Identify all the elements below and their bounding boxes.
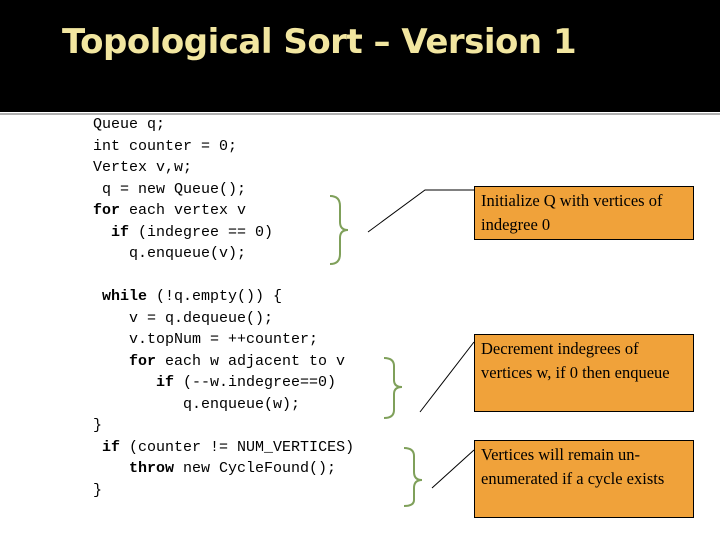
brace-2 <box>383 357 403 419</box>
title-divider <box>0 113 720 115</box>
code-line: q.enqueue(w); <box>93 396 300 413</box>
code-line: q.enqueue(v); <box>93 245 246 262</box>
code-text: } <box>93 417 103 434</box>
code-line: Vertex v,w; <box>93 159 192 176</box>
code-line: } <box>93 482 102 499</box>
title-bar <box>0 0 720 112</box>
code-text: Queue q; <box>93 116 166 133</box>
code-keyword: if <box>111 223 130 241</box>
code-keyword: if <box>102 438 121 456</box>
code-line: for each w adjacent to v <box>93 353 345 370</box>
code-text: int counter = 0; <box>93 137 238 155</box>
code-text: q = new Queue(); <box>93 180 247 198</box>
code-text: q.enqueue(v); <box>93 245 247 262</box>
code-block-loop: while (!q.empty()) { v = q.dequeue(); v.… <box>93 286 354 501</box>
code-keyword: throw <box>129 460 175 477</box>
note-initialize: Initialize Q with vertices of indegree 0 <box>474 186 694 240</box>
brace-3 <box>403 447 423 507</box>
code-keyword: for <box>93 202 121 219</box>
code-line: while (!q.empty()) { <box>93 288 282 305</box>
code-line: if (counter != NUM_VERTICES) <box>93 439 354 456</box>
code-text: each vertex v <box>120 202 247 219</box>
code-line: q = new Queue(); <box>93 181 246 198</box>
code-line: for each vertex v <box>93 202 246 219</box>
code-text: (counter != NUM_VERTICES) <box>120 438 355 456</box>
code-line: if (indegree == 0) <box>93 224 273 241</box>
code-text: } <box>93 481 103 499</box>
code-text: (--w.indegree==0) <box>174 374 337 391</box>
code-line: if (--w.indegree==0) <box>93 374 336 391</box>
code-keyword: while <box>102 288 148 305</box>
code-text: Vertex v,w; <box>93 159 193 176</box>
note-decrement: Decrement indegrees of vertices w, if 0 … <box>474 334 694 412</box>
code-line: Queue q; <box>93 116 165 133</box>
code-text: v.topNum = ++counter; <box>93 331 319 348</box>
slide-title: Topological Sort – Version 1 <box>62 22 577 62</box>
code-line: v = q.dequeue(); <box>93 310 273 327</box>
leader-line-2 <box>419 341 475 413</box>
leader-line-3 <box>431 449 475 489</box>
code-text: (!q.empty()) { <box>147 288 283 305</box>
code-keyword: for <box>129 352 157 370</box>
code-line: throw new CycleFound(); <box>93 460 336 477</box>
code-line: int counter = 0; <box>93 138 237 155</box>
note-cycle: Vertices will remain un-enumerated if a … <box>474 440 694 518</box>
leader-line-1 <box>367 189 474 233</box>
code-text: v = q.dequeue(); <box>93 309 274 327</box>
brace-1 <box>329 195 349 265</box>
code-block-init: Queue q; int counter = 0; Vertex v,w; q … <box>93 114 273 265</box>
code-keyword: if <box>156 374 175 391</box>
code-text: each w adjacent to v <box>156 352 346 370</box>
code-text: (indegree == 0) <box>129 223 274 241</box>
code-line: } <box>93 417 102 434</box>
code-line: v.topNum = ++counter; <box>93 331 318 348</box>
code-text: new CycleFound(); <box>174 460 337 477</box>
code-text: q.enqueue(w); <box>93 395 301 413</box>
